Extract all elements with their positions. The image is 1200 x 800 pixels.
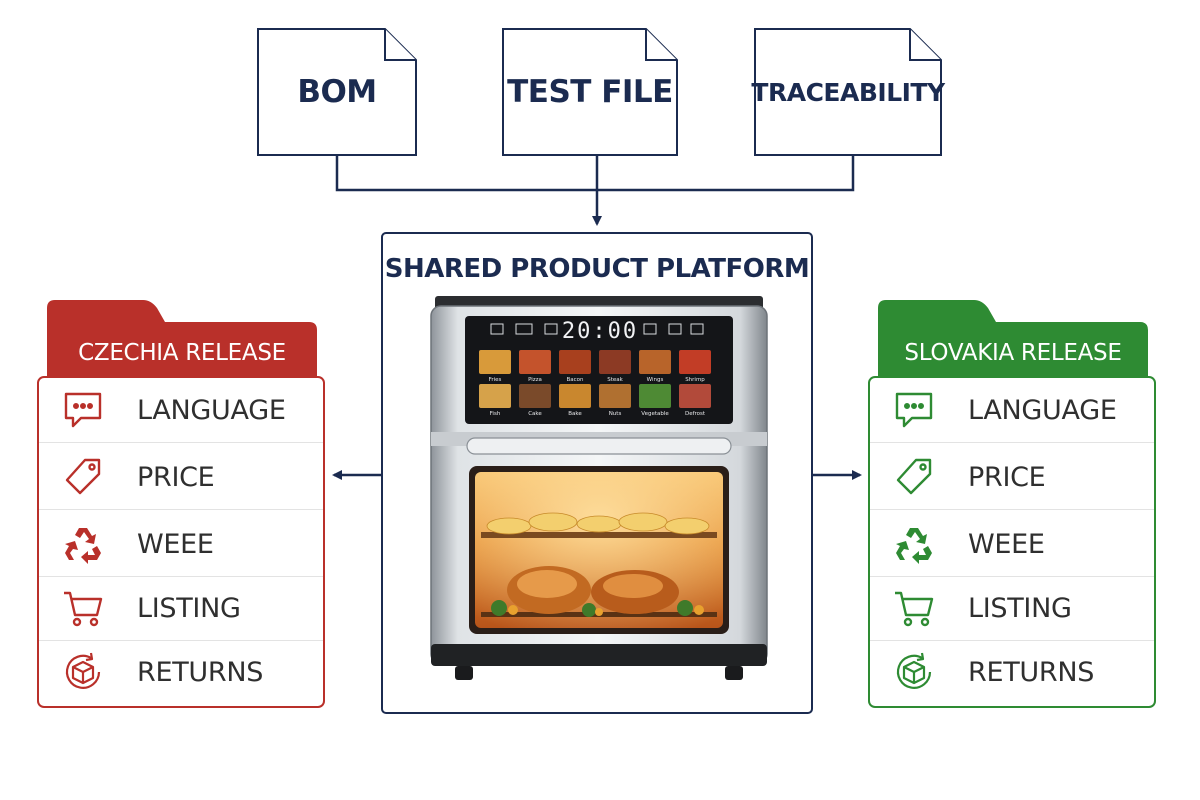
preset-label: Pizza bbox=[528, 377, 542, 383]
folder-tab-shape bbox=[47, 300, 317, 378]
czechia-release-tab: CZECHIA RELEASE bbox=[47, 300, 317, 378]
preset-label: Bake bbox=[568, 411, 582, 417]
document-test-file: TEST FILE bbox=[502, 28, 678, 156]
return-box-icon bbox=[59, 650, 107, 694]
list-item-listing: LISTING bbox=[39, 576, 323, 641]
list-item-returns: RETURNS bbox=[870, 640, 1154, 704]
return-box-icon bbox=[890, 650, 938, 694]
preset-thumbnail bbox=[559, 384, 591, 408]
item-label: PRICE bbox=[137, 461, 215, 493]
czechia-release-panel: LANGUAGE PRICE WEEE LISTING RETURNS bbox=[37, 376, 325, 708]
preset-label: Cake bbox=[528, 411, 542, 417]
czechia-release: CZECHIA RELEASE LANGUAGE PRICE WEEE LIST… bbox=[37, 300, 327, 712]
item-label: WEEE bbox=[137, 528, 214, 560]
document-label: TEST FILE bbox=[507, 74, 673, 110]
price-tag-icon bbox=[59, 455, 107, 499]
speech-bubble-icon bbox=[59, 388, 107, 432]
list-item-listing: LISTING bbox=[870, 576, 1154, 641]
preset-tile: Fish bbox=[479, 384, 511, 417]
preset-label: Nuts bbox=[609, 411, 622, 417]
slovakia-release-panel: LANGUAGE PRICE WEEE LISTING RETURNS bbox=[868, 376, 1156, 708]
preset-tile: Defrost bbox=[679, 384, 711, 417]
folder-tab-shape bbox=[878, 300, 1148, 378]
item-label: LISTING bbox=[968, 592, 1072, 624]
item-label: WEEE bbox=[968, 528, 1045, 560]
list-item-price: PRICE bbox=[870, 445, 1154, 510]
shared-product-platform: SHARED PRODUCT PLATFORM bbox=[381, 232, 813, 714]
preset-tile: Bacon bbox=[559, 350, 591, 383]
document-icon bbox=[257, 28, 417, 156]
document-icon bbox=[502, 28, 678, 156]
list-item-price: PRICE bbox=[39, 445, 323, 510]
preset-label: Shrimp bbox=[685, 377, 705, 383]
preset-tile: Vegetable bbox=[639, 384, 671, 417]
list-item-weee: WEEE bbox=[870, 512, 1154, 577]
price-tag-icon bbox=[890, 455, 938, 499]
timer-display: 20:00 bbox=[562, 319, 638, 344]
item-label: PRICE bbox=[968, 461, 1046, 493]
slovakia-release: SLOVAKIA RELEASE LANGUAGE PRICE WEEE LIS… bbox=[868, 300, 1158, 712]
preset-thumbnail bbox=[479, 350, 511, 374]
slovakia-release-tab: SLOVAKIA RELEASE bbox=[878, 300, 1148, 378]
speech-bubble-icon bbox=[890, 388, 938, 432]
preset-thumbnail bbox=[639, 384, 671, 408]
preset-tile: Shrimp bbox=[679, 350, 711, 383]
list-item-language: LANGUAGE bbox=[870, 378, 1154, 443]
preset-tile: Steak bbox=[599, 350, 631, 383]
czechia-release-title: CZECHIA RELEASE bbox=[78, 340, 286, 366]
control-icons bbox=[490, 323, 704, 335]
merge-connector bbox=[335, 156, 855, 192]
item-label: LISTING bbox=[137, 592, 241, 624]
preset-label: Fries bbox=[489, 377, 502, 383]
preset-tile: Bake bbox=[559, 384, 591, 417]
document-bom: BOM bbox=[257, 28, 417, 156]
preset-thumbnail bbox=[559, 350, 591, 374]
preset-thumbnail bbox=[679, 350, 711, 374]
preset-label: Defrost bbox=[685, 411, 706, 417]
preset-thumbnail bbox=[599, 384, 631, 408]
preset-label: Fish bbox=[490, 411, 501, 417]
preset-tile: Wings bbox=[639, 350, 671, 383]
recycle-icon bbox=[890, 522, 938, 566]
shopping-cart-icon bbox=[890, 586, 938, 630]
document-icon bbox=[754, 28, 942, 156]
document-traceability: TRACEABILITY bbox=[751, 28, 945, 156]
preset-label: Vegetable bbox=[641, 411, 669, 417]
shopping-cart-icon bbox=[59, 586, 107, 630]
list-item-weee: WEEE bbox=[39, 512, 323, 577]
preset-thumbnail bbox=[679, 384, 711, 408]
preset-label: Steak bbox=[607, 377, 623, 383]
preset-tile: Cake bbox=[519, 384, 551, 417]
preset-label: Wings bbox=[647, 377, 664, 383]
item-label: LANGUAGE bbox=[137, 394, 286, 426]
item-label: RETURNS bbox=[137, 656, 264, 688]
recycle-icon bbox=[59, 522, 107, 566]
preset-tile: Nuts bbox=[599, 384, 631, 417]
air-fryer-oven-image: 20:00 Fries Pizza Bacon Steak Wings ShrimpFis… bbox=[430, 296, 768, 680]
preset-tile: Pizza bbox=[519, 350, 551, 383]
list-item-returns: RETURNS bbox=[39, 640, 323, 704]
slovakia-release-title: SLOVAKIA RELEASE bbox=[904, 340, 1122, 366]
document-label: TRACEABILITY bbox=[751, 77, 945, 107]
preset-thumbnail bbox=[479, 384, 511, 408]
preset-thumbnail bbox=[599, 350, 631, 374]
item-label: RETURNS bbox=[968, 656, 1095, 688]
preset-label: Bacon bbox=[566, 377, 584, 383]
document-label: BOM bbox=[297, 74, 377, 110]
preset-thumbnail bbox=[519, 350, 551, 374]
preset-tile: Fries bbox=[479, 350, 511, 383]
preset-thumbnail bbox=[639, 350, 671, 374]
platform-title: SHARED PRODUCT PLATFORM bbox=[384, 254, 810, 284]
item-label: LANGUAGE bbox=[968, 394, 1117, 426]
list-item-language: LANGUAGE bbox=[39, 378, 323, 443]
preset-thumbnail bbox=[519, 384, 551, 408]
